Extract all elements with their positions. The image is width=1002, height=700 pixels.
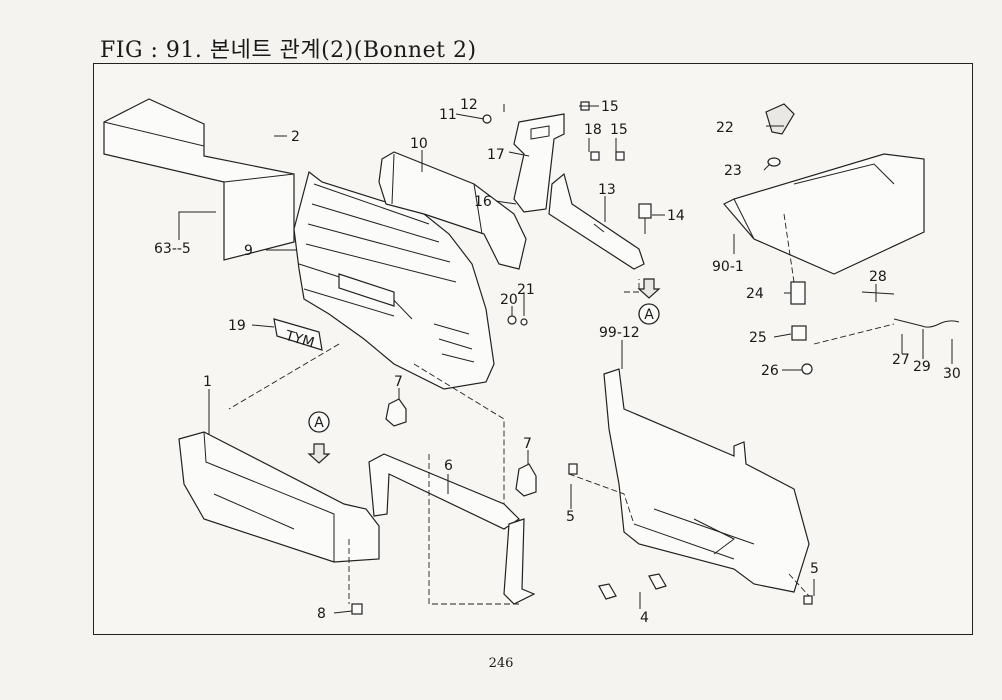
part-upper-grille-panel: [378, 151, 527, 270]
callout-18: 18: [584, 122, 602, 138]
small-hardware: [351, 101, 813, 615]
callout-16: 16: [474, 194, 492, 210]
part-side-cover-panel: [103, 98, 295, 261]
callout-12: 12: [460, 97, 478, 113]
callout-19: 19: [228, 318, 246, 334]
part-bracket-16-17: [513, 113, 565, 213]
part-bracket-4: [598, 573, 667, 600]
phantom-lines: [228, 213, 895, 605]
svg-text:A: A: [314, 415, 324, 431]
svg-text:A: A: [644, 307, 654, 323]
part-front-bumper-1: [178, 431, 380, 563]
callout-22: 22: [716, 120, 734, 136]
callout-8: 8: [317, 606, 326, 622]
callout-17: 17: [487, 147, 505, 163]
callout-2: 2: [291, 129, 300, 145]
part-lower-frame-6: [368, 453, 536, 605]
callout-labels: 2 63--5 9 10 11 12 15 18 15 17 16 13 14 …: [154, 97, 961, 626]
part-clip-7a: [385, 398, 407, 427]
callout-90-1: 90-1: [712, 259, 744, 275]
callout-A-upper: A: [637, 278, 661, 325]
callout-20: 20: [500, 292, 518, 308]
part-bumper-14: [638, 203, 652, 234]
callout-13: 13: [598, 182, 616, 198]
callout-14: 14: [667, 208, 685, 224]
callout-4: 4: [640, 610, 649, 626]
emblem-text: TYM: [283, 328, 316, 352]
callout-11: 11: [439, 107, 457, 123]
callout-5a: 5: [566, 509, 575, 525]
leader-lines: [178, 104, 953, 614]
diagram-frame: TYM A: [93, 63, 973, 635]
callout-10: 10: [410, 136, 428, 152]
part-support-frame-99-12: [603, 368, 810, 593]
part-clip-7b: [515, 463, 537, 497]
callout-25: 25: [749, 330, 767, 346]
callout-23: 23: [724, 163, 742, 179]
callout-7b: 7: [523, 436, 532, 452]
callout-29: 29: [913, 359, 931, 375]
callout-21: 21: [517, 282, 535, 298]
callout-6: 6: [444, 458, 453, 474]
figure-title: FIG : 91. 본네트 관계(2)(Bonnet 2): [100, 38, 477, 63]
callout-1: 1: [203, 374, 212, 390]
page-number: 246: [488, 656, 514, 671]
callout-5b: 5: [810, 561, 819, 577]
callout-9: 9: [244, 243, 253, 259]
callout-15b: 15: [610, 122, 628, 138]
exploded-parts-diagram: TYM A: [103, 97, 961, 626]
callout-99-12: 99-12: [599, 325, 640, 341]
callout-27: 27: [892, 352, 910, 368]
callout-15a: 15: [601, 99, 619, 115]
callout-24: 24: [746, 286, 764, 302]
part-stay-bar-13: [548, 172, 645, 270]
callout-63-5: 63--5: [154, 241, 191, 257]
callout-28: 28: [869, 269, 887, 285]
callout-30: 30: [943, 366, 961, 382]
part-front-grille: [293, 170, 495, 390]
part-emblem-19: TYM: [273, 318, 323, 352]
callout-7a: 7: [394, 374, 403, 390]
callout-A-lower: A: [307, 411, 331, 464]
callout-26: 26: [761, 363, 779, 379]
